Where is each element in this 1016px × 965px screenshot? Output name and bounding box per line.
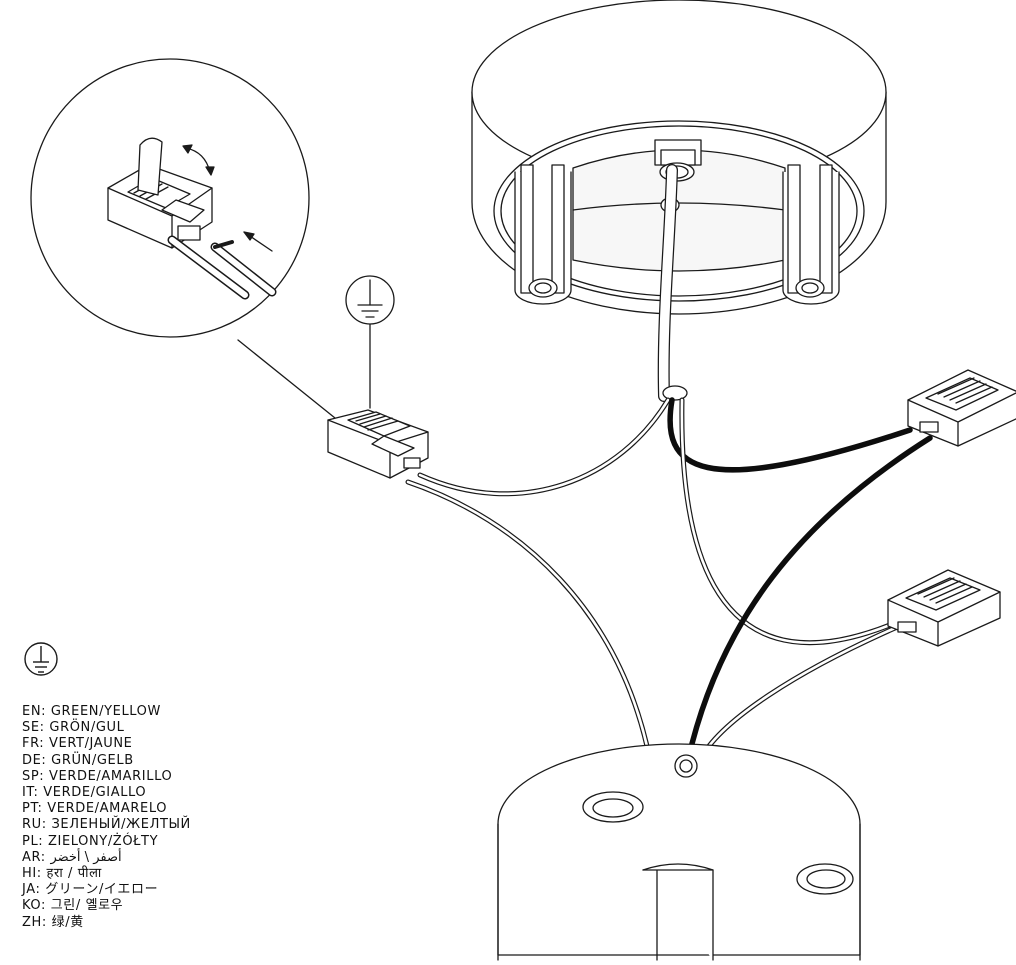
ceiling-canopy <box>471 0 887 315</box>
wire-color-legend: EN: GREEN/YELLOW SE: GRÖN/GUL FR: VERT/J… <box>22 704 191 931</box>
legend-entry: HI: हरा / पीला <box>22 866 102 882</box>
legend-entry: RU: ЗЕЛЕНЫЙ/ЖЕЛТЫЙ <box>22 817 191 833</box>
earth-terminal-connector <box>327 409 429 479</box>
lamp-base <box>497 743 861 961</box>
left-mounting-post <box>514 164 572 305</box>
legend-entry: PT: VERDE/AMARELO <box>22 801 168 817</box>
legend-entry: FR: VERT/JAUNE <box>22 736 133 752</box>
detail-connector <box>107 137 213 249</box>
legend-entry: EN: GREEN/YELLOW <box>22 704 161 719</box>
main-cable <box>657 164 688 402</box>
legend-entry: SP: VERDE/AMARILLO <box>22 768 173 784</box>
legend-entry: SE: GRÖN/GUL <box>22 720 125 736</box>
live-terminal-connector-upper <box>907 369 1016 447</box>
legend-entry: IT: VERDE/GIALLO <box>22 785 147 801</box>
legend-entry: DE: GRÜN/GELB <box>22 752 134 768</box>
legend-entry: AR: أصفر \ أخضر <box>22 849 122 865</box>
right-mounting-post <box>782 164 840 305</box>
legend-entry: PL: ZIELONY/ŻÓŁTY <box>22 833 159 849</box>
neutral-terminal-connector-lower <box>887 569 1001 647</box>
earth-legend-symbol <box>22 640 60 682</box>
lever-rotation-arrow <box>182 144 215 176</box>
legend-entry: ZH: 绿/黄 <box>22 914 84 930</box>
insert-direction-arrow <box>243 231 273 252</box>
wires <box>405 397 933 763</box>
legend-entry: KO: 그린/ 옐로우 <box>22 898 124 914</box>
detail-magnifier <box>30 58 336 419</box>
legend-entry: JA: グリーン/イエロー <box>22 882 159 898</box>
ground-icon <box>24 642 58 676</box>
earth-callout <box>345 275 395 409</box>
